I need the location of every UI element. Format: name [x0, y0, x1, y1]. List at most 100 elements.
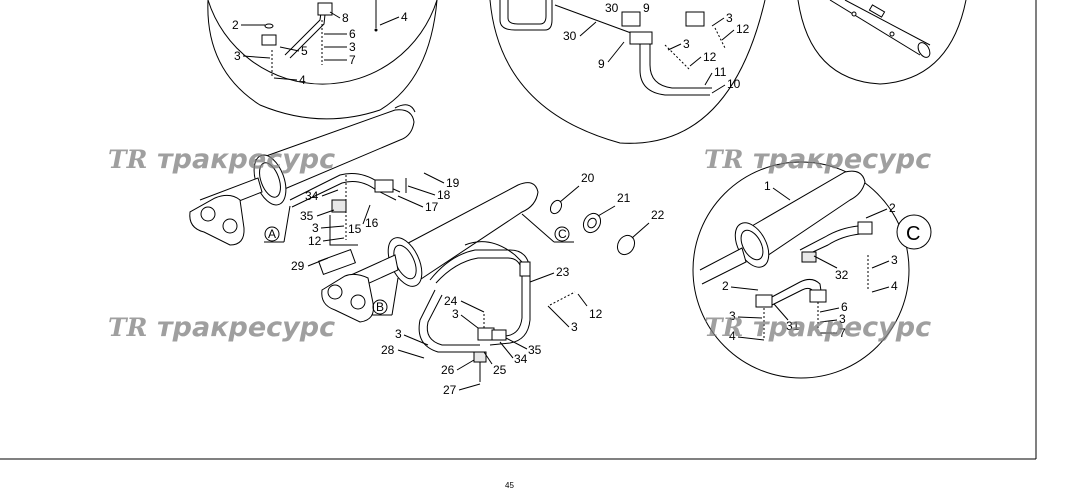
callout-6: 6 — [349, 27, 356, 41]
callout-31: 31 — [786, 319, 800, 333]
detail-label-c-circle — [896, 214, 932, 250]
ref-label-c: C — [558, 227, 567, 241]
flange-block-top — [317, 2, 333, 16]
detail-clamp — [801, 251, 817, 263]
callout-3b: 3 — [729, 309, 736, 323]
watermark-logo: ТR — [108, 313, 147, 342]
detail-circle-top-right-outline — [797, 0, 967, 85]
detail-circle-c-outline — [692, 161, 910, 379]
callout-3: 3 — [726, 11, 733, 25]
callout-5: 5 — [301, 44, 308, 58]
flange-block — [261, 34, 277, 46]
watermark-text: тракресурс — [753, 312, 931, 343]
flange — [621, 11, 641, 27]
clamp-bottom — [473, 351, 487, 363]
watermark-logo: ТR — [108, 145, 147, 174]
detail-label-c: C — [906, 223, 920, 245]
callout-27: 27 — [443, 383, 457, 397]
ref-label-a: A — [268, 227, 276, 241]
callout-30b: 30 — [563, 29, 577, 43]
callout-9b: 9 — [598, 57, 605, 71]
detail-circle-middle-outline — [489, 0, 766, 144]
callout-2: 2 — [889, 201, 896, 215]
callout-30: 30 — [605, 1, 619, 15]
page-number: 45 — [505, 481, 514, 490]
callout-7: 7 — [839, 326, 846, 340]
callout-3a: 3 — [891, 253, 898, 267]
callout-26: 26 — [441, 363, 455, 377]
detail-circle-top-right — [797, 0, 967, 85]
callout-35: 35 — [300, 209, 314, 223]
watermark-1: ТR тракресурс — [108, 144, 335, 175]
ref-circle-c — [554, 226, 570, 242]
detail-circle-left-outline — [207, 0, 438, 85]
callout-35b: 35 — [528, 343, 542, 357]
callout-8: 8 — [342, 11, 349, 25]
callout-3c: 3 — [395, 327, 402, 341]
watermark-2: ТR тракресурс — [704, 144, 931, 175]
watermark-text: тракресурс — [157, 144, 335, 175]
flange-right — [685, 11, 705, 27]
callout-9: 9 — [643, 1, 650, 15]
callout-3d: 3 — [571, 320, 578, 334]
callout-18: 18 — [437, 188, 451, 202]
callout-6: 6 — [841, 300, 848, 314]
o-ring — [264, 23, 274, 29]
second-cylinder-assembly: B C — [317, 182, 636, 382]
callout-4a: 4 — [891, 279, 898, 293]
main-callouts: 19 18 17 34 35 16 3 15 12 29 20 21 22 23… — [291, 171, 665, 397]
callout-12b: 12 — [589, 307, 603, 321]
callout-22: 22 — [651, 208, 665, 222]
callout-3: 3 — [349, 40, 356, 54]
hose-loop — [429, 249, 531, 346]
callout-15: 15 — [348, 222, 362, 236]
callout-16: 16 — [365, 216, 379, 230]
callout-21: 21 — [617, 191, 631, 205]
watermark-text: тракресурс — [753, 144, 931, 175]
callout-17: 17 — [425, 200, 439, 214]
callout-19: 19 — [446, 176, 460, 190]
callout-24: 24 — [444, 294, 458, 308]
seal-22 — [616, 234, 636, 256]
callout-12b: 12 — [703, 50, 717, 64]
callout-23: 23 — [556, 265, 570, 279]
callout-20: 20 — [581, 171, 595, 185]
detail-cylinder — [744, 170, 866, 263]
watermark-logo: ТR — [704, 145, 743, 174]
callout-3c: 3 — [839, 312, 846, 326]
callout-12: 12 — [736, 22, 750, 36]
callout-28: 28 — [381, 343, 395, 357]
seal-20 — [549, 199, 563, 215]
detail-circle-middle: 30 9 30 9 3 12 3 12 11 10 — [489, 0, 766, 144]
callout-3b: 3 — [234, 49, 241, 63]
callout-3b: 3 — [683, 37, 690, 51]
ref-label-b: B — [376, 300, 384, 314]
callout-29: 29 — [291, 259, 305, 273]
cylinder-barrel-2 — [394, 182, 539, 286]
callout-3b: 3 — [452, 307, 459, 321]
ref-circle-a — [264, 226, 280, 242]
callout-34b: 34 — [514, 352, 528, 366]
callout-10: 10 — [727, 77, 741, 91]
watermark-3: ТR тракресурс — [108, 312, 335, 343]
callout-4b: 4 — [299, 73, 306, 87]
callout-12: 12 — [308, 234, 322, 248]
main-cylinder-assembly: A — [189, 104, 416, 246]
callout-4: 4 — [401, 10, 408, 24]
cylinder-barrel — [254, 109, 415, 197]
callout-4b: 4 — [729, 329, 736, 343]
watermark-4: ТR тракресурс — [704, 312, 931, 343]
callout-7: 7 — [349, 53, 356, 67]
callout-25: 25 — [493, 363, 507, 377]
callout-3: 3 — [312, 221, 319, 235]
detail-circle-left: 2 8 4 6 3 5 3 7 4 — [207, 0, 438, 120]
detail-circle-c: C 1 2 32 3 2 4 6 3 31 3 — [692, 161, 932, 379]
callout-2: 2 — [232, 18, 239, 32]
callout-11: 11 — [714, 65, 727, 79]
ref-circle-b — [372, 299, 388, 315]
hose-fitting — [519, 261, 531, 277]
pipe-clamp — [331, 199, 347, 213]
callout-32: 32 — [835, 268, 849, 282]
